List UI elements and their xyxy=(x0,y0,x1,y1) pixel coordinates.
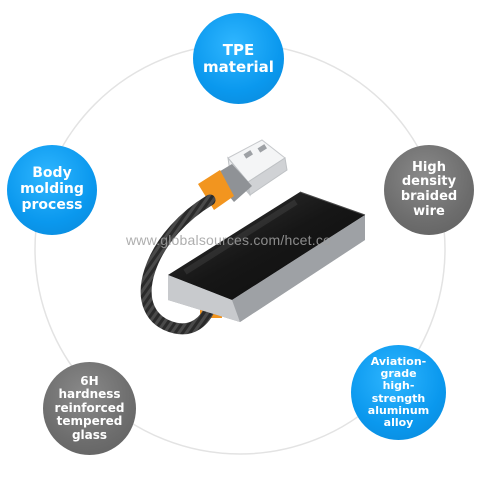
feature-label: Aviation-grade high-strength aluminum al… xyxy=(367,354,430,430)
feature-label: Body molding process xyxy=(20,165,84,213)
feature-bubble-tpe-material: TPE material xyxy=(193,13,284,104)
braided-cable xyxy=(140,194,217,335)
feature-bubble-tempered-glass: 6H hardness reinforced tempered glass xyxy=(43,362,136,455)
feature-label: 6H hardness reinforced tempered glass xyxy=(54,373,125,442)
watermark-text: www.globalsources.com/hcet.co xyxy=(126,232,331,248)
device-body xyxy=(168,191,366,322)
feature-bubble-braided-wire: High density braided wire xyxy=(384,145,474,235)
feature-label: High density braided wire xyxy=(400,159,458,219)
feature-bubble-aluminum-alloy: Aviation-grade high-strength aluminum al… xyxy=(351,345,446,440)
feature-label: TPE material xyxy=(203,40,274,76)
cable-strain-relief-top xyxy=(198,170,234,210)
feature-bubble-body-molding: Body molding process xyxy=(7,145,97,235)
usb-connector xyxy=(212,139,288,202)
